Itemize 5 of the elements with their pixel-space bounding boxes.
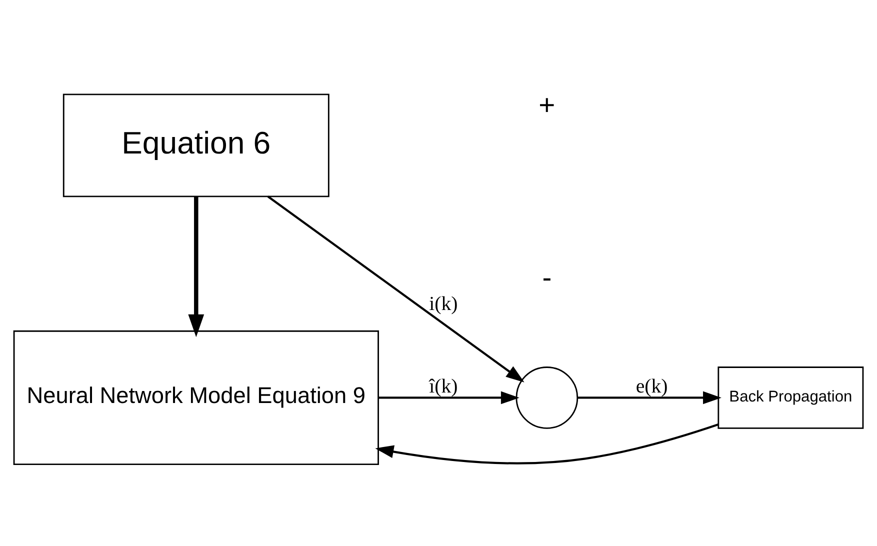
edge-label: î(k) [429,375,458,398]
edge-label: e(k) [636,375,668,398]
label: - [542,262,552,294]
label: + [538,89,556,122]
edge-label: i(k) [429,293,458,316]
